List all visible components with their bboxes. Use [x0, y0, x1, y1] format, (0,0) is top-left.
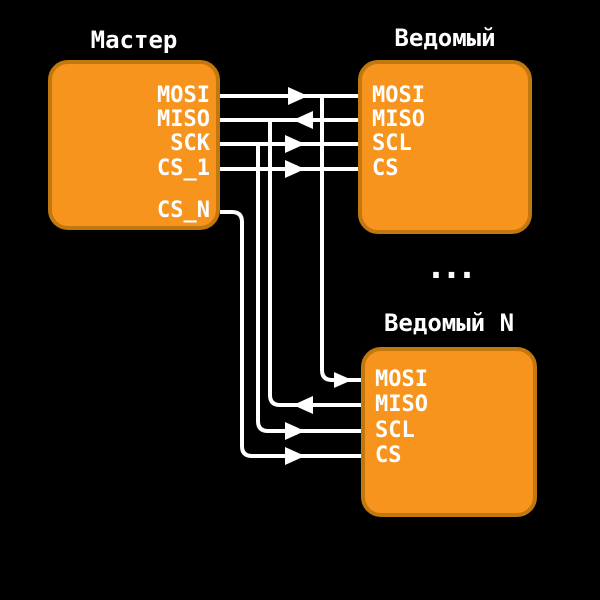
slave1-pin-miso: MISO — [372, 107, 425, 132]
slaveN-pin-cs: CS — [375, 443, 402, 468]
arrow-right-icon — [285, 160, 305, 178]
slave1-title: Ведомый — [394, 24, 496, 52]
arrow-right-icon — [334, 372, 352, 388]
more-slaves-ellipsis: ... — [425, 247, 477, 287]
slave1-pin-mosi: MOSI — [372, 83, 425, 108]
csn-wire — [220, 210, 364, 458]
arrow-right-icon — [285, 135, 305, 153]
slaveN-pin-mosi: MOSI — [375, 367, 428, 392]
master-pin-cs1: CS_1 — [157, 156, 210, 181]
master-title: Мастер — [90, 26, 178, 54]
arrow-left-icon — [293, 396, 313, 414]
slave1-box — [358, 60, 532, 234]
arrow-right-icon — [285, 422, 305, 440]
slave1-pin-scl: SCL — [372, 131, 412, 156]
arrow-right-icon — [288, 87, 308, 105]
slave1-pin-cs: CS — [372, 156, 399, 181]
slaveN-pin-miso: MISO — [375, 392, 428, 417]
arrow-left-icon — [293, 111, 313, 129]
miso-branch-wire — [268, 120, 364, 407]
master-pin-sck: SCK — [170, 131, 210, 156]
slaveN-pin-scl: SCL — [375, 418, 415, 443]
scl-branch-wire — [256, 144, 364, 433]
mosi-branch-wire — [320, 96, 364, 382]
slaveN-box — [361, 347, 537, 517]
master-pin-csn: CS_N — [157, 198, 210, 223]
master-box — [48, 60, 220, 230]
slaveN-title: Ведомый N — [383, 309, 515, 337]
master-pin-mosi: MOSI — [157, 83, 210, 108]
arrow-right-icon — [285, 447, 305, 465]
master-pin-miso: MISO — [157, 107, 210, 132]
